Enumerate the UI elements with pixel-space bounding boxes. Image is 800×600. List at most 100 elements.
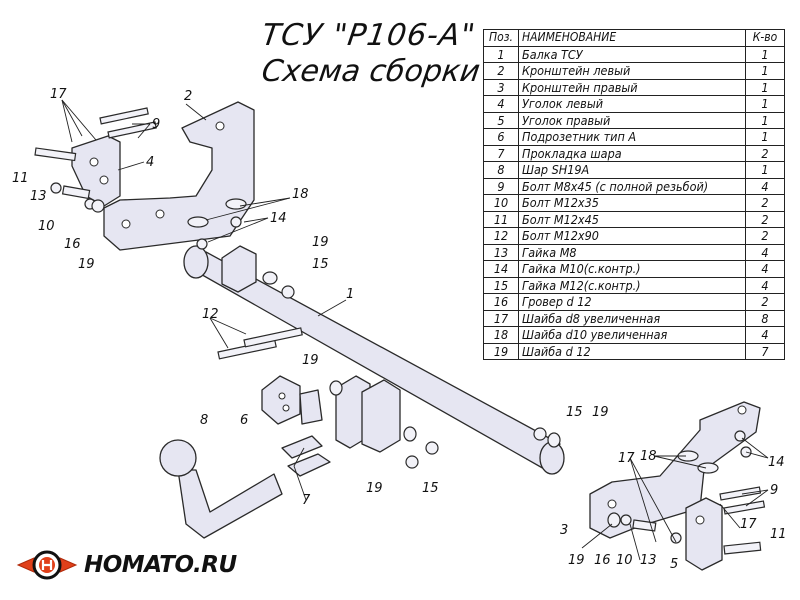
washer-d10-1 [187, 216, 209, 228]
cell-qty: 2 [745, 194, 785, 212]
nut-m8-left [50, 182, 62, 194]
ball-socket-plate-right [361, 379, 401, 453]
callout-16-a: 16 [64, 237, 81, 252]
callout-2: 2 [184, 89, 192, 104]
nut-m10-2 [230, 216, 242, 228]
washer-d12-left [91, 199, 105, 213]
callout-15-c: 15 [566, 405, 583, 420]
cell-name: Гайка М8 [518, 243, 746, 261]
callout-16-b: 16 [594, 553, 611, 568]
callout-17-a: 17 [50, 87, 67, 102]
bolt-m8-2 [107, 121, 157, 139]
callout-10-b: 10 [616, 553, 633, 568]
callout-14-a: 14 [270, 211, 287, 226]
cell-pos: 10 [483, 194, 519, 212]
nut-m10-1 [196, 238, 208, 250]
callout-19-b: 19 [312, 235, 329, 250]
bolt-m12x45-right [723, 541, 762, 555]
angle-right-part [685, 497, 723, 571]
callout-11-b: 11 [770, 527, 787, 542]
washer-d12-beam [262, 271, 278, 285]
washer-d10-right-2 [697, 462, 719, 474]
washer-d12-right-b [607, 512, 621, 528]
hole-bracket-left-2 [155, 209, 165, 219]
callout-7: 7 [302, 493, 311, 508]
callout-19-e: 19 [592, 405, 609, 420]
washer-d10-2 [225, 198, 247, 210]
cell-name: Гайка М12(с.контр.) [518, 276, 746, 294]
callout-19-f: 19 [568, 553, 585, 568]
callout-11-a: 11 [12, 171, 29, 186]
callout-12: 12 [202, 307, 219, 322]
ball-spacer-1 [281, 435, 323, 459]
callout-9-b: 9 [770, 483, 778, 498]
nut-m8-right [670, 532, 682, 544]
tow-ball-neck [177, 469, 283, 539]
hole-bracket-left-3 [121, 219, 131, 229]
hole-socket-1 [278, 392, 286, 400]
callout-17-b: 17 [618, 451, 635, 466]
cell-qty: 7 [745, 342, 785, 360]
hole-angle-left-1 [89, 157, 99, 167]
callout-18-b: 18 [640, 449, 657, 464]
hole-right-2 [607, 499, 617, 509]
hole-angle-left-2 [99, 175, 109, 185]
callout-1: 1 [346, 287, 354, 302]
socket-bracket-tab [299, 389, 323, 425]
bolt-m8-1 [99, 107, 149, 125]
logo-text: HOMATO.RU [84, 552, 237, 578]
bolt-m8-right-1 [719, 486, 762, 501]
bolt-m8-right-2 [723, 500, 766, 515]
hole-bracket-left-1 [215, 121, 225, 131]
nut-m12-beam [281, 285, 295, 299]
callout-15-b: 15 [422, 481, 439, 496]
callout-17-c: 17 [740, 517, 757, 532]
cell-name: Шайба d 12 [518, 342, 746, 360]
hole-right-3 [695, 515, 705, 525]
callout-6: 6 [240, 413, 248, 428]
callout-9-a: 9 [152, 117, 160, 132]
cell-qty: 4 [745, 260, 785, 278]
callout-3: 3 [560, 523, 568, 538]
tow-ball-part [159, 439, 197, 477]
socket-bracket-part [261, 375, 301, 425]
callout-19-a: 19 [78, 257, 95, 272]
homato-logo-icon [16, 550, 78, 580]
nut-m12-lower-2 [425, 441, 439, 455]
callout-18-a: 18 [292, 187, 309, 202]
nut-m12-right [533, 427, 547, 441]
callout-8: 8 [200, 413, 208, 428]
homato-logo[interactable]: HOMATO.RU [16, 548, 237, 582]
washer-d12-mid [329, 380, 343, 396]
callout-14-b: 14 [768, 455, 785, 470]
washer-d12-right [547, 432, 561, 448]
bracket-right-part [589, 401, 761, 539]
bolt-m12x90-2 [243, 327, 303, 348]
cell-pos: 14 [483, 260, 519, 278]
beam-end-left [183, 245, 209, 279]
bolt-m12x45-left [34, 147, 77, 162]
cell-pos: 19 [483, 342, 519, 360]
hole-right-1 [737, 405, 747, 415]
callout-15-a: 15 [312, 257, 329, 272]
nut-m12-lower-1 [405, 455, 419, 469]
callout-19-c: 19 [302, 353, 319, 368]
cell-qty: 1 [745, 62, 785, 80]
callout-10-a: 10 [38, 219, 55, 234]
grover-right [620, 514, 632, 526]
callout-5: 5 [670, 557, 678, 572]
hole-socket-2 [282, 404, 290, 412]
callout-13-b: 13 [640, 553, 657, 568]
beam-mount-plate [221, 245, 257, 293]
callout-13-a: 13 [30, 189, 47, 204]
